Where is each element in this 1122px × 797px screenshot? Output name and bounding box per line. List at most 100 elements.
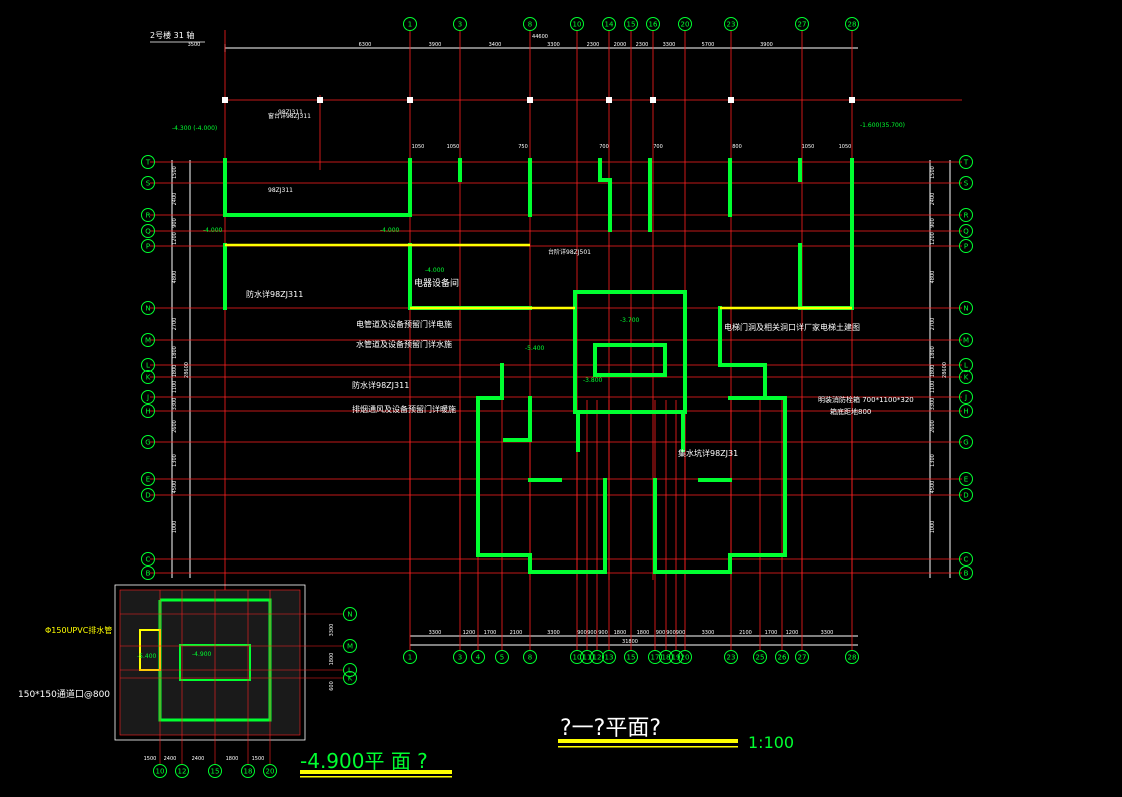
axis-bottom-20: 20 [678,650,692,664]
svg-text:5: 5 [500,654,504,662]
hydrant-note-1: 明装消防栓箱 700*1100*320 [818,395,914,404]
pit-ref: 集水坑详98ZJ31 [678,448,738,458]
svg-text:8: 8 [528,654,532,662]
dimension-text: 2600 [172,420,178,433]
dimension-text: 2400 [930,193,936,206]
axis-top-16: 16 [646,17,660,31]
pipe-note-1: 电管道及设备预留门详电施 [356,319,452,329]
axis-left-D: D [141,488,155,502]
axis-left-E: E [141,472,155,486]
axis-right-N: N [959,301,973,315]
svg-text:15: 15 [627,654,636,662]
svg-text:R: R [146,212,151,220]
column-marker [728,97,734,103]
dimension-text: 900 [587,630,597,636]
dimension-text: 31800 [622,639,638,645]
column-marker [407,97,413,103]
detail-ref-2: 98ZJ311 [278,109,303,116]
dimension-text: 1700 [765,630,778,636]
svg-text:M: M [347,643,353,651]
axis-right-T: T [959,155,973,169]
axis-bottom-11: 11 [580,650,594,664]
axis-left-T: T [141,155,155,169]
dimension-text: 5700 [702,42,715,48]
inset-axis-K: K [343,671,357,685]
axis-bottom-17: 17 [648,650,662,664]
axis-top-28: 28 [845,17,859,31]
svg-text:3: 3 [458,654,462,662]
svg-text:25: 25 [756,654,765,662]
axis-left-G: G [141,435,155,449]
title-underline-thin [558,746,738,748]
stair-ref: 台阶详98ZJ501 [548,248,591,256]
dimension-text: 1100 [930,381,936,394]
inset-axis-12: 12 [175,764,189,778]
svg-text:K: K [964,374,969,382]
dimension-text: 750 [518,144,528,150]
axis-bottom-3: 3 [453,650,467,664]
dimension-text: 2400 [192,756,205,762]
svg-text:M: M [145,337,151,345]
axis-bottom-15: 15 [624,650,638,664]
svg-text:1: 1 [408,21,412,29]
dimension-text: 1500 [172,166,178,179]
hydrant-note-2: 箱底距地800 [830,407,871,416]
dimension-text: 28600 [942,362,948,378]
dimension-text: 4800 [930,271,936,284]
svg-text:11: 11 [583,654,592,662]
svg-text:G: G [963,439,968,447]
svg-text:N: N [145,305,150,313]
svg-text:20: 20 [681,21,690,29]
axis-top-15: 15 [624,17,638,31]
dimension-text: 28600 [184,362,190,378]
dimension-text: 900 [666,630,676,636]
axis-top-23: 23 [724,17,738,31]
svg-text:18: 18 [244,768,253,776]
inset-pipe-label: Φ150UPVC排水管 [45,625,112,635]
axis-left-L: L [141,358,155,372]
svg-text:10: 10 [573,654,582,662]
inset-title: -4.900平 面 ? [300,749,428,773]
inset-axis-M: M [343,639,357,653]
pipe-note-3: 排烟通风及设备预留门详暖施 [352,404,456,414]
column-marker [650,97,656,103]
svg-text:B: B [146,570,151,578]
svg-text:H: H [963,408,968,416]
axis-bottom-12: 12 [590,650,604,664]
axis-left-K: K [141,370,155,384]
svg-text:S: S [146,180,151,188]
dimension-text: 3300 [329,624,335,637]
svg-text:J: J [964,394,967,402]
dimension-text: 1050 [447,144,460,150]
dimension-text: 2300 [587,42,600,48]
axis-bottom-4: 4 [471,650,485,664]
dimension-text: 1100 [172,381,178,394]
svg-text:12: 12 [593,654,602,662]
axis-right-M: M [959,333,973,347]
svg-text:26: 26 [778,654,787,662]
column-marker [222,97,228,103]
axis-top-14: 14 [602,17,616,31]
dimension-text: 4800 [172,271,178,284]
dimension-text: 900 [676,630,686,636]
axis-top-1: 1 [403,17,417,31]
dimension-text: 1500 [930,166,936,179]
inset-axis-20: 20 [263,764,277,778]
svg-text:L: L [146,362,150,370]
dimension-text: 3300 [663,42,676,48]
dimension-text: 900 [172,218,178,228]
dimension-text: 1000 [172,521,178,534]
axis-bottom-23: 23 [724,650,738,664]
axis-bottom-27: 27 [795,650,809,664]
room-electrical: 电器设备间 [414,277,459,289]
dimension-text: 1700 [484,630,497,636]
inset-level-a: -5.400 [137,653,157,660]
dimension-text: 1800 [637,630,650,636]
dimension-text: 1200 [463,630,476,636]
svg-text:C: C [146,556,151,564]
inset-plan: Φ150UPVC排水管 150*150通道口@800 -5.400 -4.900… [18,584,452,778]
axis-bottom-18: 18 [659,650,673,664]
column-marker [527,97,533,103]
dimension-text: 900 [598,630,608,636]
